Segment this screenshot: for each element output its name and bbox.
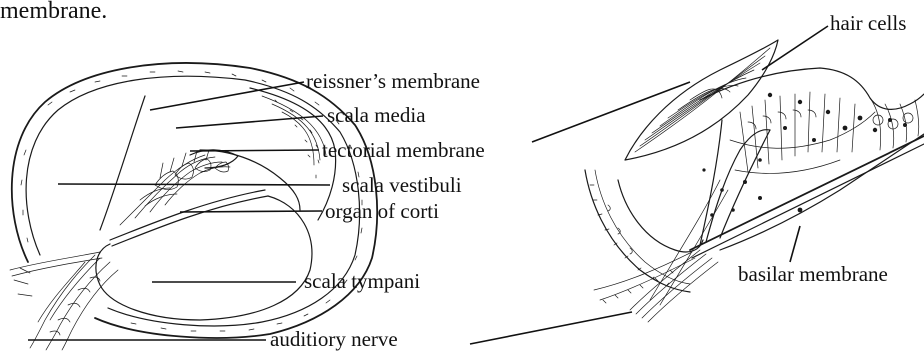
- label-tectorial-membrane: tectorial membrane: [322, 138, 485, 162]
- leader-hair-cells: [762, 26, 828, 70]
- label-scala-media: scala media: [327, 103, 426, 127]
- leader-auditory-nerve-right: [470, 312, 632, 344]
- label-basilar-membrane: basilar membrane: [738, 262, 888, 286]
- label-scala-tympani: scala tympani: [304, 269, 420, 293]
- label-scala-vestibuli: scala vestibuli: [342, 173, 462, 197]
- leader-scala-vestibuli: [58, 184, 330, 185]
- label-auditory-nerve: auditiory nerve: [270, 327, 398, 351]
- leader-reissners-membrane: [150, 82, 304, 110]
- leader-hair-cells-alt: [532, 82, 690, 142]
- leader-basilar-membrane: [790, 226, 800, 262]
- label-organ-of-corti: organ of corti: [325, 199, 439, 223]
- caption-fragment: membrane.: [0, 0, 107, 24]
- leader-organ-of-corti: [180, 211, 322, 212]
- label-reissners-membrane: reissner’s membrane: [306, 69, 480, 93]
- cochlea-cross-section: [10, 63, 377, 350]
- leader-scala-media: [176, 116, 323, 128]
- leader-tectorial-membrane: [190, 150, 319, 151]
- label-hair-cells: hair cells: [830, 11, 906, 35]
